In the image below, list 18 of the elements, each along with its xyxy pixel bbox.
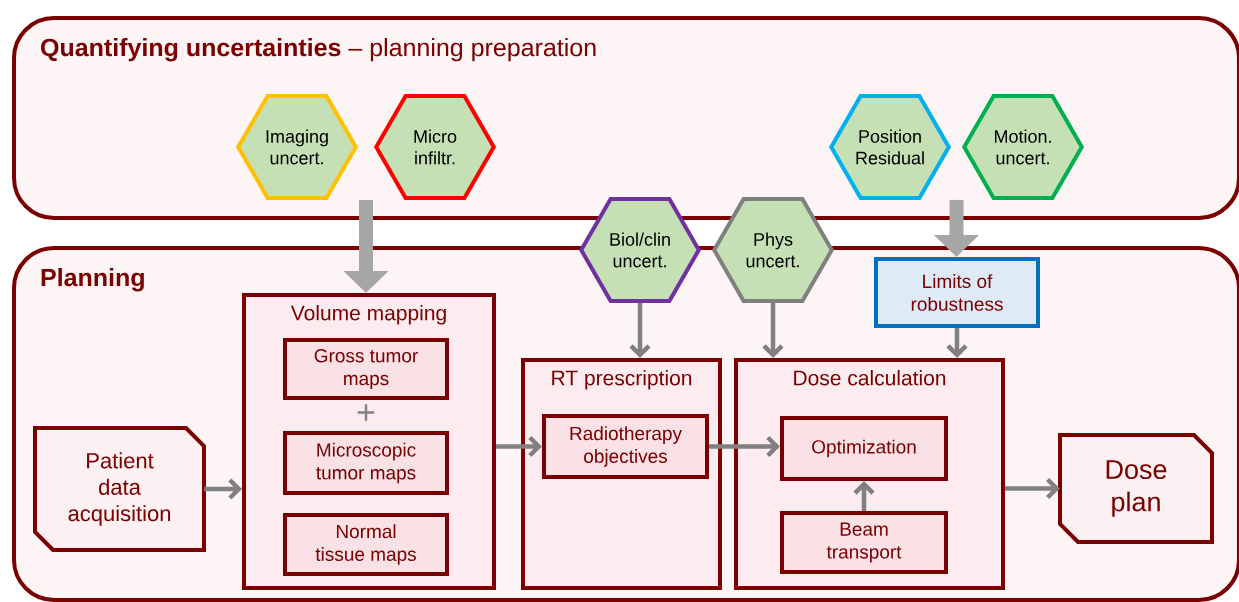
process-box: Optimization	[780, 416, 948, 481]
arrow	[762, 302, 784, 358]
arrow	[946, 328, 968, 358]
arrow	[853, 481, 875, 511]
process-box: Normal tissue maps	[283, 513, 449, 576]
plus-sign: +	[357, 404, 375, 421]
process-box: Radiotherapy objectives	[542, 414, 709, 479]
arrow	[204, 478, 242, 500]
process-box: Limits of robustness	[874, 257, 1040, 328]
chamfered-box: Patient data acquisition	[33, 426, 206, 552]
process-box: Beam transport	[780, 511, 948, 574]
process-box: Gross tumor maps	[283, 338, 449, 400]
chamfered-box: Dose plan	[1058, 433, 1214, 544]
arrow	[1005, 477, 1060, 500]
arrow	[629, 302, 651, 358]
arrow	[709, 435, 780, 458]
process-box: Microscopic tumor maps	[283, 431, 449, 495]
arrow	[496, 435, 542, 458]
